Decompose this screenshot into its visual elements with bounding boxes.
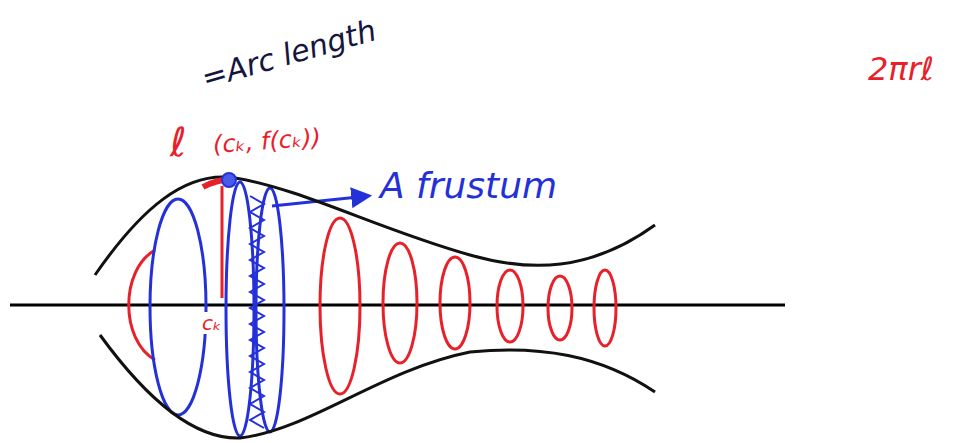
frustum-edge: [256, 188, 284, 432]
arc-length-note: =Arc length: [196, 13, 382, 95]
profile-curves: [95, 177, 655, 438]
cross-section: [320, 218, 360, 394]
cross-section: [383, 243, 417, 363]
arc-length-symbol: ℓ: [168, 120, 189, 164]
frustum-label: A frustum: [378, 166, 559, 206]
point-label: (cₖ, f(cₖ)): [210, 124, 324, 158]
section-ellipse: [150, 199, 206, 415]
upper-curve: [95, 177, 655, 275]
axis-line: [10, 304, 785, 307]
frustum-shading: [250, 196, 264, 428]
cross-section: [548, 276, 572, 340]
point-coordinate: cₖ: [200, 312, 224, 334]
cross-section: [594, 270, 616, 346]
cross-section: [440, 257, 470, 349]
cross-section: [497, 270, 523, 342]
frustum: [150, 182, 368, 436]
sample-point: [222, 173, 236, 187]
lower-curve: [100, 335, 655, 438]
radius-line: [221, 186, 224, 298]
area-formula: 2πrℓ: [866, 52, 936, 87]
